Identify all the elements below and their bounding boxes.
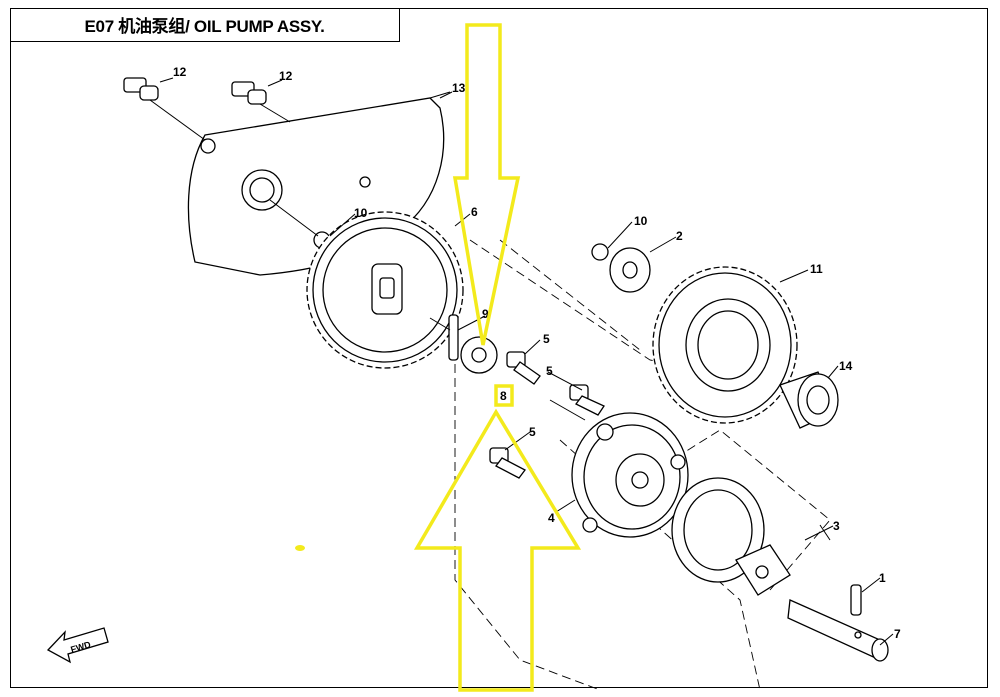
bolt-5-a (506, 351, 541, 385)
pump-housing-4 (549, 399, 689, 538)
callout-5-c: 5 (529, 425, 536, 439)
pin-1 (850, 584, 862, 616)
shaft-7 (787, 599, 889, 662)
bolt-12-a (123, 77, 206, 141)
pin-9 (429, 314, 459, 361)
callout-2: 2 (676, 229, 683, 243)
highlight-dot (295, 545, 305, 551)
callout-13: 13 (452, 81, 466, 95)
leader-lines (159, 77, 894, 646)
callout-9: 9 (482, 307, 489, 321)
callout-3: 3 (833, 519, 840, 533)
gear-11 (652, 266, 798, 424)
callout-1: 1 (879, 571, 886, 585)
callout-10-a: 10 (354, 206, 368, 220)
circlip-10-right (591, 243, 609, 261)
callout-5-a: 5 (543, 332, 550, 346)
bolt-12-b (231, 81, 291, 123)
washer-8 (460, 336, 498, 374)
washer-2 (609, 247, 651, 293)
bolt-5-c (489, 447, 526, 479)
bearing-14 (779, 371, 839, 429)
callout-11: 11 (810, 262, 823, 276)
page-title: E07 机油泵组/ OIL PUMP ASSY. (84, 17, 325, 36)
title-box: E07 机油泵组/ OIL PUMP ASSY. (10, 8, 400, 42)
fwd-arrow-icon: FWD (46, 627, 109, 664)
gear-6 (306, 211, 464, 369)
callout-10-b: 10 (634, 214, 648, 228)
callout-7: 7 (894, 627, 901, 641)
callout-12-b: 12 (279, 69, 293, 83)
callout-12-a: 12 (173, 65, 187, 79)
callout-6: 6 (471, 205, 478, 219)
callout-14: 14 (839, 359, 853, 373)
bolt-5-b (569, 384, 605, 416)
callout-5-b: 5 (546, 364, 553, 378)
drawing-frame (10, 8, 988, 688)
callout-4: 4 (548, 511, 555, 525)
down-arrow-highlight (452, 23, 521, 346)
callout-8: 8 (500, 389, 507, 403)
callout-8-highlight-box (494, 384, 514, 407)
up-arrow-highlight (413, 408, 582, 692)
pump-rotor-3 (671, 477, 831, 596)
